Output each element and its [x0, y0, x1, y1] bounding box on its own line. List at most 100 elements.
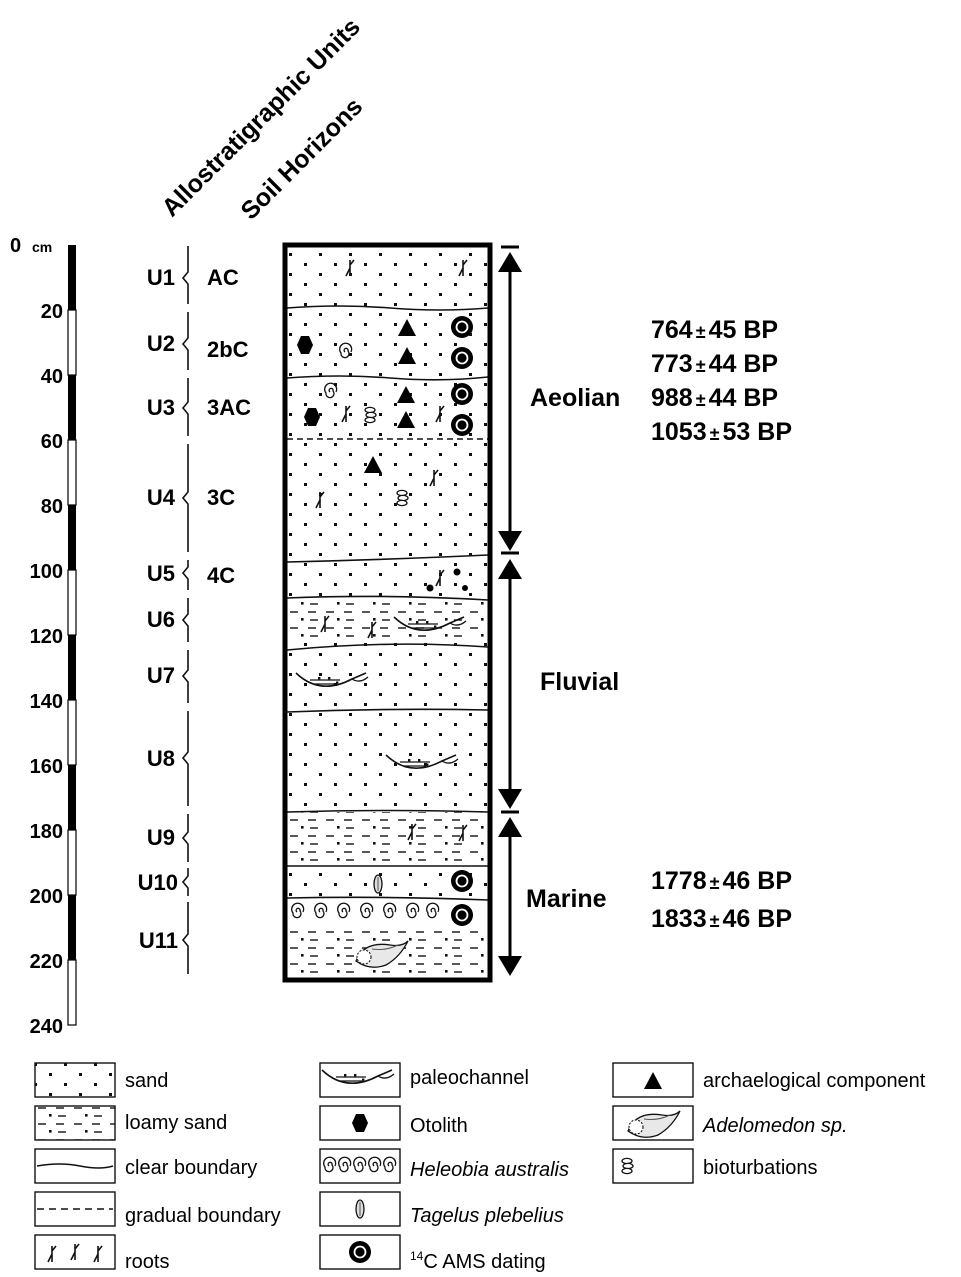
- scale-bar-segment: [68, 765, 76, 830]
- scale-bar-segment: [67, 959, 77, 1026]
- date-label: 764±45 BP: [651, 316, 778, 344]
- stratigraphic-column: [282, 242, 493, 983]
- date-label: 988±44 BP: [651, 384, 778, 412]
- scale-bar-segment: [68, 245, 76, 310]
- legend-label: roots: [125, 1251, 169, 1273]
- headers: Allostratigraphic Units Soil Horizons: [156, 13, 368, 225]
- scale-bar-segment: [67, 829, 77, 896]
- horizon-label: AC: [207, 265, 239, 290]
- unit-label: U3: [147, 395, 175, 420]
- legend-label: gradual boundary: [125, 1205, 281, 1227]
- legend-item-gradual-boundary: gradual boundary: [34, 1191, 281, 1227]
- loamy-sand-fill: [287, 599, 488, 643]
- scale-bar-segment: [67, 439, 77, 506]
- legend-label: loamy sand: [125, 1112, 227, 1134]
- legend-item-clear-boundary: clear boundary: [34, 1148, 257, 1184]
- legend-item-otolith: Otolith: [319, 1105, 468, 1141]
- column-frame: [282, 242, 493, 983]
- dating-icon: [348, 1240, 372, 1264]
- legend-item-bioturbations: bioturbations: [612, 1148, 818, 1184]
- scale-tick-80: 80: [41, 496, 63, 518]
- date-label: 1833±46 BP: [651, 905, 792, 933]
- scale-tick-0: 0: [10, 235, 21, 257]
- legend-label: sand: [125, 1070, 168, 1092]
- boundaries: [286, 305, 489, 901]
- legend-item-sand: sand: [34, 1062, 168, 1098]
- unit-label: U4: [147, 485, 176, 510]
- scale-bar-segment: [68, 895, 76, 960]
- scale-bar-segment: [67, 309, 77, 376]
- legend-item-roots: roots: [34, 1234, 169, 1273]
- bioturbations-icon: [396, 489, 409, 507]
- otolith-icon: [453, 568, 461, 576]
- tagelus-icon: [355, 1199, 365, 1219]
- dating-icon: [450, 382, 474, 406]
- legend-label: clear boundary: [125, 1157, 257, 1179]
- horizon-label: 3C: [207, 485, 235, 510]
- scale-tick-240: 240: [30, 1016, 63, 1038]
- dating-icon: [450, 346, 474, 370]
- scale-unit: cm: [32, 239, 52, 255]
- date-label: 1053±53 BP: [651, 418, 792, 446]
- legend-label: Adelomedon sp.: [702, 1115, 848, 1137]
- legend-item-archaeological: archaelogical component: [612, 1062, 926, 1098]
- unit-brackets: [181, 246, 189, 974]
- loamy-sand-fill: [287, 812, 488, 864]
- otolith-icon: [462, 585, 468, 591]
- horizon-label: 2bC: [207, 337, 249, 362]
- dating-icon: [450, 903, 474, 927]
- legend-label: Tagelus plebelius: [410, 1205, 564, 1227]
- scale-tick-220: 220: [30, 951, 63, 973]
- legend-item-heleobia: Heleobia australis: [319, 1148, 569, 1184]
- dating-icon: [450, 869, 474, 893]
- legend-item-tagelus: Tagelus plebelius: [319, 1191, 564, 1227]
- scale-tick-60: 60: [41, 431, 63, 453]
- legend-label: 14C AMS dating: [410, 1249, 546, 1273]
- scale-tick-20: 20: [41, 301, 63, 323]
- radiocarbon-dates: 764±45 BP 773±44 BP 988±44 BP 1053±53 BP…: [651, 316, 792, 933]
- legend-item-dating: 14C AMS dating: [319, 1234, 546, 1273]
- scale-bar-segment: [68, 375, 76, 440]
- scale-tick-200: 200: [30, 886, 63, 908]
- unit-label: U9: [147, 825, 175, 850]
- scale-tick-40: 40: [41, 366, 63, 388]
- depth-scale: 0 cm 20 40 60 80 100 120 140 160 180 200…: [10, 235, 77, 1038]
- sand-fill: [287, 247, 488, 810]
- scale-bar-segment: [67, 569, 77, 636]
- scale-tick-160: 160: [30, 756, 63, 778]
- unit-label: U1: [147, 265, 175, 290]
- environment-fluvial: Fluvial: [540, 668, 619, 696]
- date-label: 773±44 BP: [651, 350, 778, 378]
- environment-arrows: [498, 245, 522, 976]
- unit-labels: U1 U2 U3 U4 U5 U6 U7 U8 U9 U10 U11 AC 2b…: [138, 265, 251, 953]
- scale-tick-120: 120: [30, 626, 63, 648]
- legend-item-loamy-sand: loamy sand: [34, 1105, 227, 1141]
- legend-item-paleochannel: paleochannel: [319, 1062, 529, 1098]
- horizon-label: 3AC: [207, 395, 251, 420]
- unit-label: U8: [147, 746, 175, 771]
- unit-label: U11: [139, 928, 178, 953]
- scale-tick-100: 100: [30, 561, 63, 583]
- scale-tick-140: 140: [30, 691, 63, 713]
- unit-label: U2: [147, 331, 175, 356]
- legend-item-adelomedon: Adelomedon sp.: [612, 1105, 848, 1141]
- legend-label: paleochannel: [410, 1067, 529, 1089]
- scale-bar-segment: [68, 505, 76, 570]
- legend-label: archaelogical component: [703, 1070, 926, 1092]
- legend-label: Heleobia australis: [410, 1159, 569, 1181]
- legend-label: Otolith: [410, 1115, 468, 1137]
- dating-icon: [450, 413, 474, 437]
- date-label: 1778±46 BP: [651, 867, 792, 895]
- environment-marine: Marine: [526, 885, 607, 913]
- environment-aeolian: Aeolian: [530, 384, 620, 412]
- unit-label: U5: [147, 561, 175, 586]
- dating-icon: [450, 315, 474, 339]
- unit-label: U7: [147, 663, 175, 688]
- bioturbations-icon: [621, 1157, 634, 1175]
- legend: sand loamy sand clear boundary gradual b…: [34, 1062, 926, 1273]
- unit-label: U6: [147, 607, 175, 632]
- tagelus-icon: [373, 874, 383, 894]
- bioturbations-icon: [364, 406, 377, 424]
- otolith-icon: [426, 584, 434, 592]
